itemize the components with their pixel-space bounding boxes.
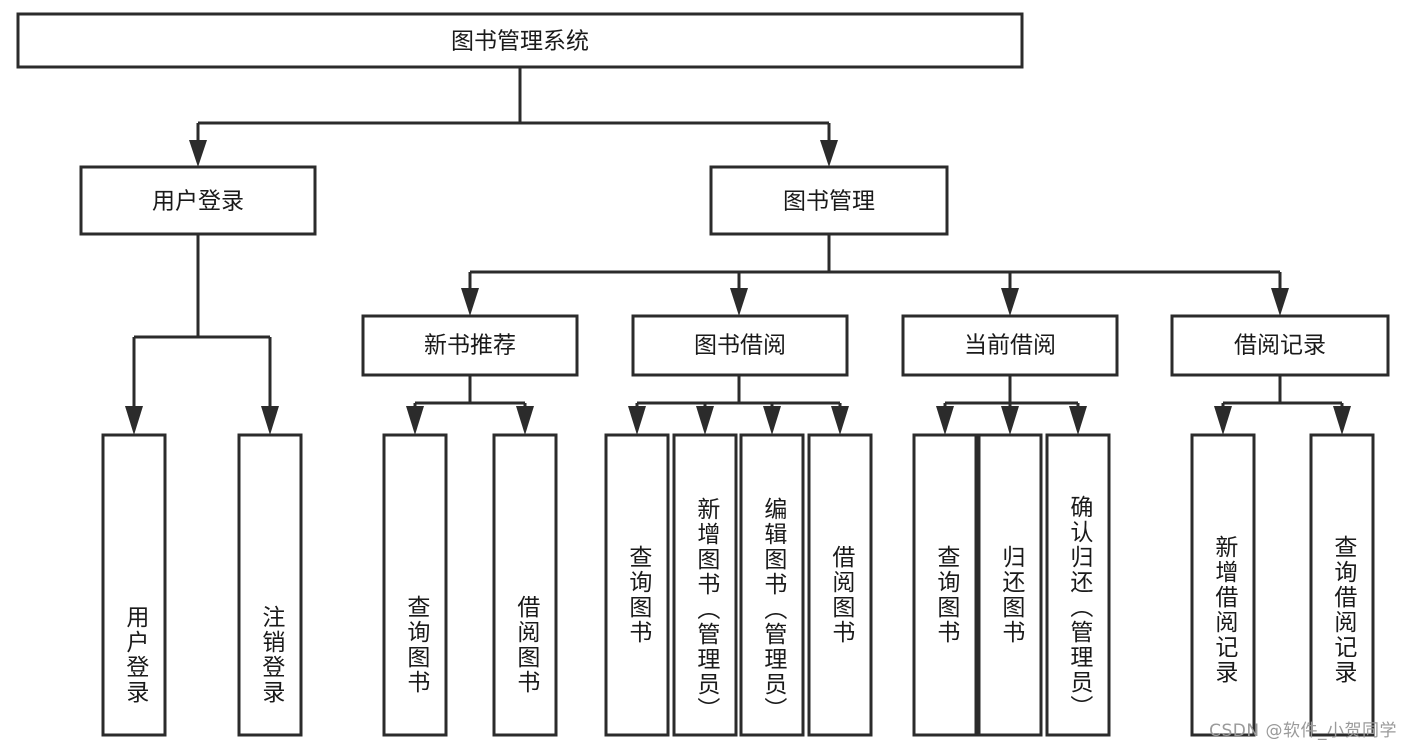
edges-layer <box>125 67 1351 435</box>
arrow-root-to-user <box>189 140 207 167</box>
nodes-layer: 图书管理系统 用户登录 图书管理 新书推荐 图书借阅 当前借阅 借阅记录 <box>16 12 1390 737</box>
arrow-bookmgmt-c3 <box>1001 288 1019 316</box>
node-box-leaf-query-book-newbook[interactable] <box>382 433 448 737</box>
node-box-user-login[interactable] <box>79 165 317 236</box>
node-box-leaf-query-book-borrow[interactable] <box>604 433 670 737</box>
node-box-book-borrow[interactable] <box>631 314 849 377</box>
node-label-root: 图书管理系统 <box>451 29 589 55</box>
node-box-leaf-user-login[interactable] <box>101 433 167 737</box>
node-box-root[interactable] <box>16 12 1024 69</box>
node-box-leaf-borrow-book[interactable] <box>807 433 873 737</box>
arrow-bookmgmt-c4 <box>1271 288 1289 316</box>
node-label-book-management: 图书管理 <box>783 189 875 215</box>
arrow-root-to-bookmgmt <box>820 140 838 167</box>
node-label-new-book-recommend: 新书推荐 <box>424 333 516 359</box>
node-box-leaf-edit-book-admin[interactable] <box>739 433 805 737</box>
arrow-record-l1 <box>1214 406 1232 435</box>
node-box-book-management[interactable] <box>709 165 949 236</box>
node-box-leaf-return-book[interactable] <box>977 433 1043 737</box>
arrow-current-l3 <box>1069 406 1087 435</box>
arrow-newbook-l1 <box>406 406 424 435</box>
arrow-current-l1 <box>936 406 954 435</box>
node-box-leaf-add-borrow-record[interactable] <box>1190 433 1256 737</box>
arrow-user-leaf1 <box>125 406 143 435</box>
node-box-borrow-record[interactable] <box>1170 314 1390 377</box>
arrow-user-leaf2 <box>261 406 279 435</box>
watermark-label: CSDN @软件_小贺同学 <box>1209 721 1397 741</box>
arrow-record-l2 <box>1333 406 1351 435</box>
node-label-book-borrow: 图书借阅 <box>694 333 786 359</box>
node-label-current-borrow: 当前借阅 <box>964 333 1056 359</box>
arrow-borrow-l2 <box>696 406 714 435</box>
arrow-current-l2 <box>1001 406 1019 435</box>
node-box-current-borrow[interactable] <box>901 314 1119 377</box>
arrow-borrow-l4 <box>831 406 849 435</box>
arrow-bookmgmt-c1 <box>461 288 479 316</box>
node-box-leaf-query-book-current[interactable] <box>912 433 978 737</box>
node-label-borrow-record: 借阅记录 <box>1234 333 1326 359</box>
node-label-user-login: 用户登录 <box>152 189 244 215</box>
node-box-new-book-recommend[interactable] <box>361 314 579 377</box>
arrow-borrow-l3 <box>763 406 781 435</box>
node-box-leaf-user-logout[interactable] <box>237 433 303 737</box>
node-box-leaf-borrow-book-newbook[interactable] <box>492 433 558 737</box>
node-box-leaf-add-book-admin[interactable] <box>672 433 738 737</box>
arrow-bookmgmt-c2 <box>730 288 748 316</box>
node-box-leaf-query-borrow-record[interactable] <box>1309 433 1375 737</box>
arrow-borrow-l1 <box>628 406 646 435</box>
node-box-leaf-confirm-return-admin[interactable] <box>1045 433 1111 737</box>
arrow-newbook-l2 <box>516 406 534 435</box>
